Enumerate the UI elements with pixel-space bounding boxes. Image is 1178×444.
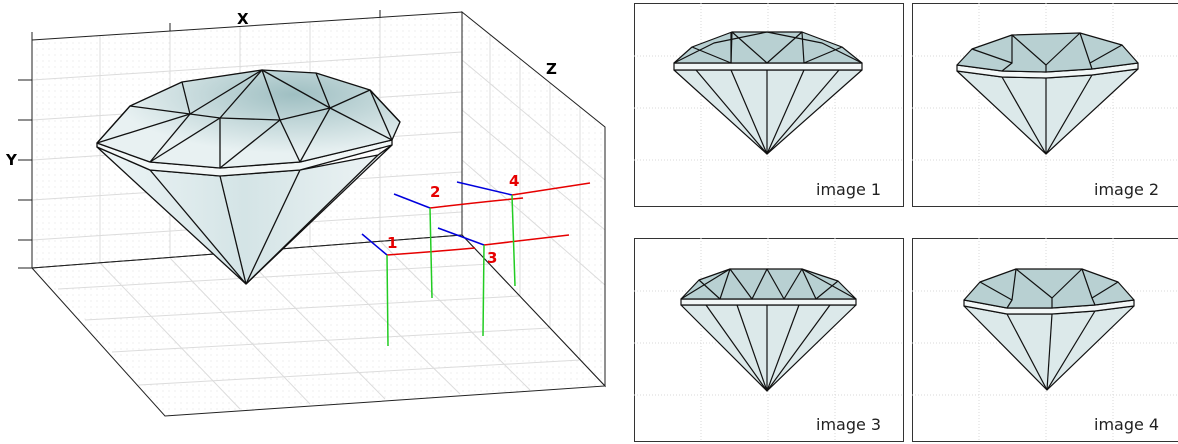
camera-2-label: 2 (430, 183, 440, 201)
z-axis-label: Z (546, 60, 557, 78)
camera-1-label: 1 (387, 234, 397, 252)
thumbnail-label-3: image 3 (816, 415, 881, 434)
thumbnail-image-2: image 2 (912, 3, 1178, 207)
floor (30, 234, 607, 417)
y-axis-label: Y (5, 151, 18, 169)
camera-4: 4 (456, 172, 591, 287)
thumbnail-label-1: image 1 (816, 180, 881, 199)
axis-ticks (18, 10, 381, 269)
gem-view-2 (956, 32, 1139, 155)
camera-4-label: 4 (509, 172, 519, 190)
diamond-gem (96, 69, 401, 285)
thumbnail-label-4: image 4 (1094, 415, 1159, 434)
main-3d-view: X Y Z 1 (5, 10, 607, 417)
thumbnail-image-3: image 3 (634, 238, 904, 442)
camera-3-label: 3 (487, 249, 497, 267)
thumbnail-image-1: image 1 (634, 3, 904, 207)
thumbnail-label-2: image 2 (1094, 180, 1159, 199)
camera-2: 2 (393, 183, 524, 299)
thumbnail-image-4: image 4 (912, 238, 1178, 442)
x-axis-label: X (237, 10, 249, 28)
gem-view-4 (963, 268, 1135, 391)
gem-view-3 (680, 268, 857, 392)
camera-3: 3 (437, 227, 570, 337)
gem-view-1 (673, 31, 863, 155)
scene-canvas: X Y Z 1 (5, 10, 607, 417)
